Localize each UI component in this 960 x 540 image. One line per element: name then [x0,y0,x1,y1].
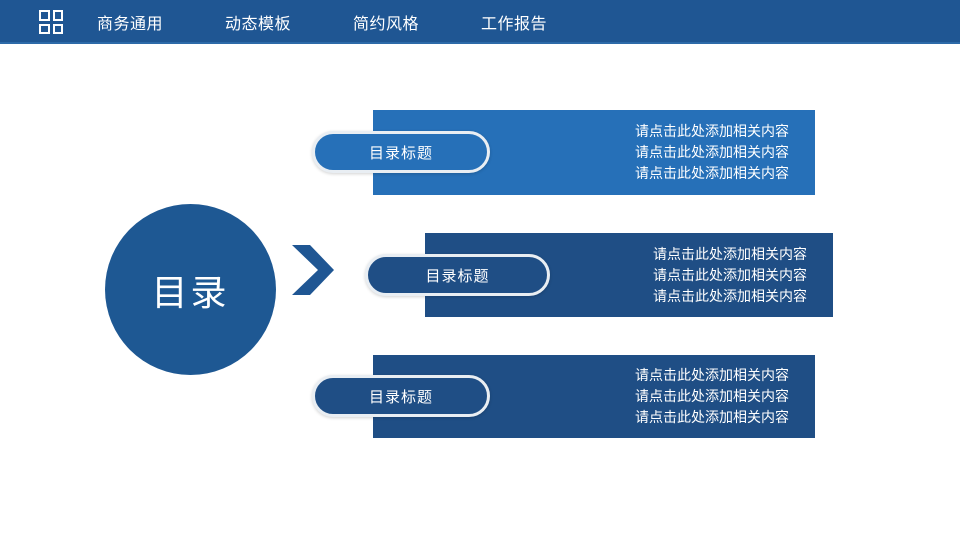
contents-row-text-block: 请点击此处添加相关内容 请点击此处添加相关内容 请点击此处添加相关内容 [635,365,815,428]
contents-row-title-label: 目录标题 [425,267,490,285]
grid-cell [52,10,63,21]
nav-item-business-general[interactable]: 商务通用 [97,16,164,33]
contents-row-line: 请点击此处添加相关内容 [653,266,807,283]
nav-item-list: 商务通用 动态模板 简约风格 工作报告 [97,0,547,44]
contents-row-text-block: 请点击此处添加相关内容 请点击此处添加相关内容 请点击此处添加相关内容 [653,244,833,307]
contents-row-line: 请点击此处添加相关内容 [635,388,789,404]
contents-row-title-pill[interactable]: 目录标题 [312,375,490,417]
contents-hub-label: 目录 [151,271,230,313]
contents-row-title-pill[interactable]: 目录标题 [365,254,550,296]
contents-row-line: 请点击此处添加相关内容 [635,144,789,160]
contents-row-title-label: 目录标题 [368,144,433,162]
grid-cell [39,23,50,34]
top-navigation-bar: 商务通用 动态模板 简约风格 工作报告 [0,0,960,44]
contents-row-panel: 请点击此处添加相关内容 请点击此处添加相关内容 请点击此处添加相关内容 [425,233,833,317]
contents-row-text-block: 请点击此处添加相关内容 请点击此处添加相关内容 请点击此处添加相关内容 [635,121,815,184]
nav-item-dynamic-template[interactable]: 动态模板 [225,16,292,33]
contents-row-line: 请点击此处添加相关内容 [653,287,807,304]
grid-2x2-icon[interactable] [39,10,63,34]
slide-content-area: 目录 请点击此处添加相关内容 请点击此处添加相关内容 请点击此处添加相关内容 目… [0,44,960,540]
contents-row-panel: 请点击此处添加相关内容 请点击此处添加相关内容 请点击此处添加相关内容 [373,355,815,438]
nav-item-simple-style[interactable]: 简约风格 [353,16,420,33]
contents-row: 请点击此处添加相关内容 请点击此处添加相关内容 请点击此处添加相关内容 目录标题 [0,355,960,438]
contents-row-title-label: 目录标题 [368,388,433,406]
contents-row-panel: 请点击此处添加相关内容 请点击此处添加相关内容 请点击此处添加相关内容 [373,110,815,195]
contents-row: 请点击此处添加相关内容 请点击此处添加相关内容 请点击此处添加相关内容 目录标题 [0,110,960,195]
grid-cell [52,23,63,34]
topbar-accent-divider [0,42,960,44]
contents-row-line: 请点击此处添加相关内容 [635,165,789,181]
contents-row-line: 请点击此处添加相关内容 [635,123,789,139]
contents-row: 请点击此处添加相关内容 请点击此处添加相关内容 请点击此处添加相关内容 目录标题 [0,233,960,317]
contents-hub-circle: 目录 [105,204,276,375]
contents-row-line: 请点击此处添加相关内容 [635,367,789,383]
contents-row-title-pill[interactable]: 目录标题 [312,131,490,173]
contents-row-line: 请点击此处添加相关内容 [635,409,789,425]
chevron-right-icon [288,243,336,297]
contents-row-line: 请点击此处添加相关内容 [653,245,807,262]
grid-cell [39,10,50,21]
nav-item-work-report[interactable]: 工作报告 [481,16,548,33]
